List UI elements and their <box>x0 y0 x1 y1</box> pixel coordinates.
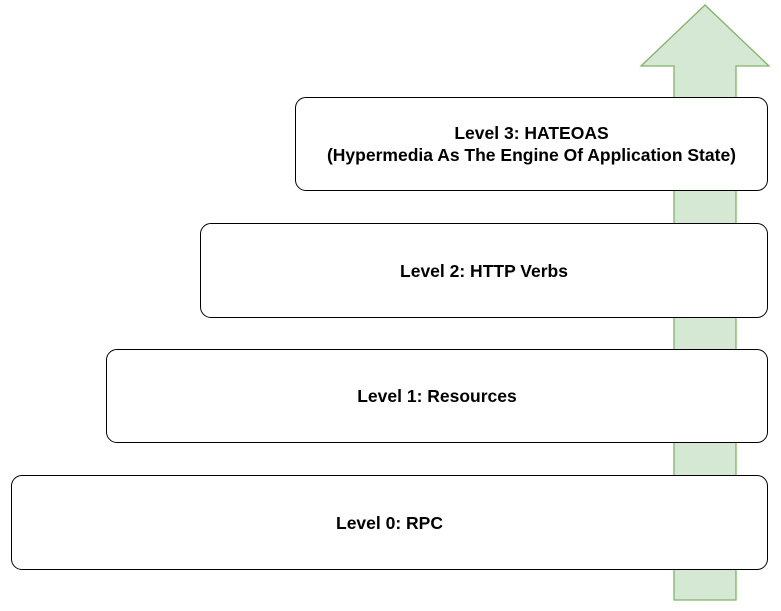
level-2-box: Level 2: HTTP Verbs <box>200 223 768 318</box>
level-0-label: Level 0: RPC <box>336 512 443 533</box>
level-3-sublabel: (Hypermedia As The Engine Of Application… <box>326 145 737 165</box>
level-3-label: Level 3: HATEOAS <box>454 123 609 143</box>
level-1-label: Level 1: Resources <box>357 386 517 406</box>
level-0-box: Level 0: RPC <box>11 475 768 570</box>
level-2-label: Level 2: HTTP Verbs <box>400 260 568 281</box>
level-3-text: Level 3: HATEOAS (Hypermedia As The Engi… <box>327 122 736 166</box>
level-3-box: Level 3: HATEOAS (Hypermedia As The Engi… <box>295 97 768 191</box>
level-1-box: Level 1: Resources <box>106 349 768 443</box>
